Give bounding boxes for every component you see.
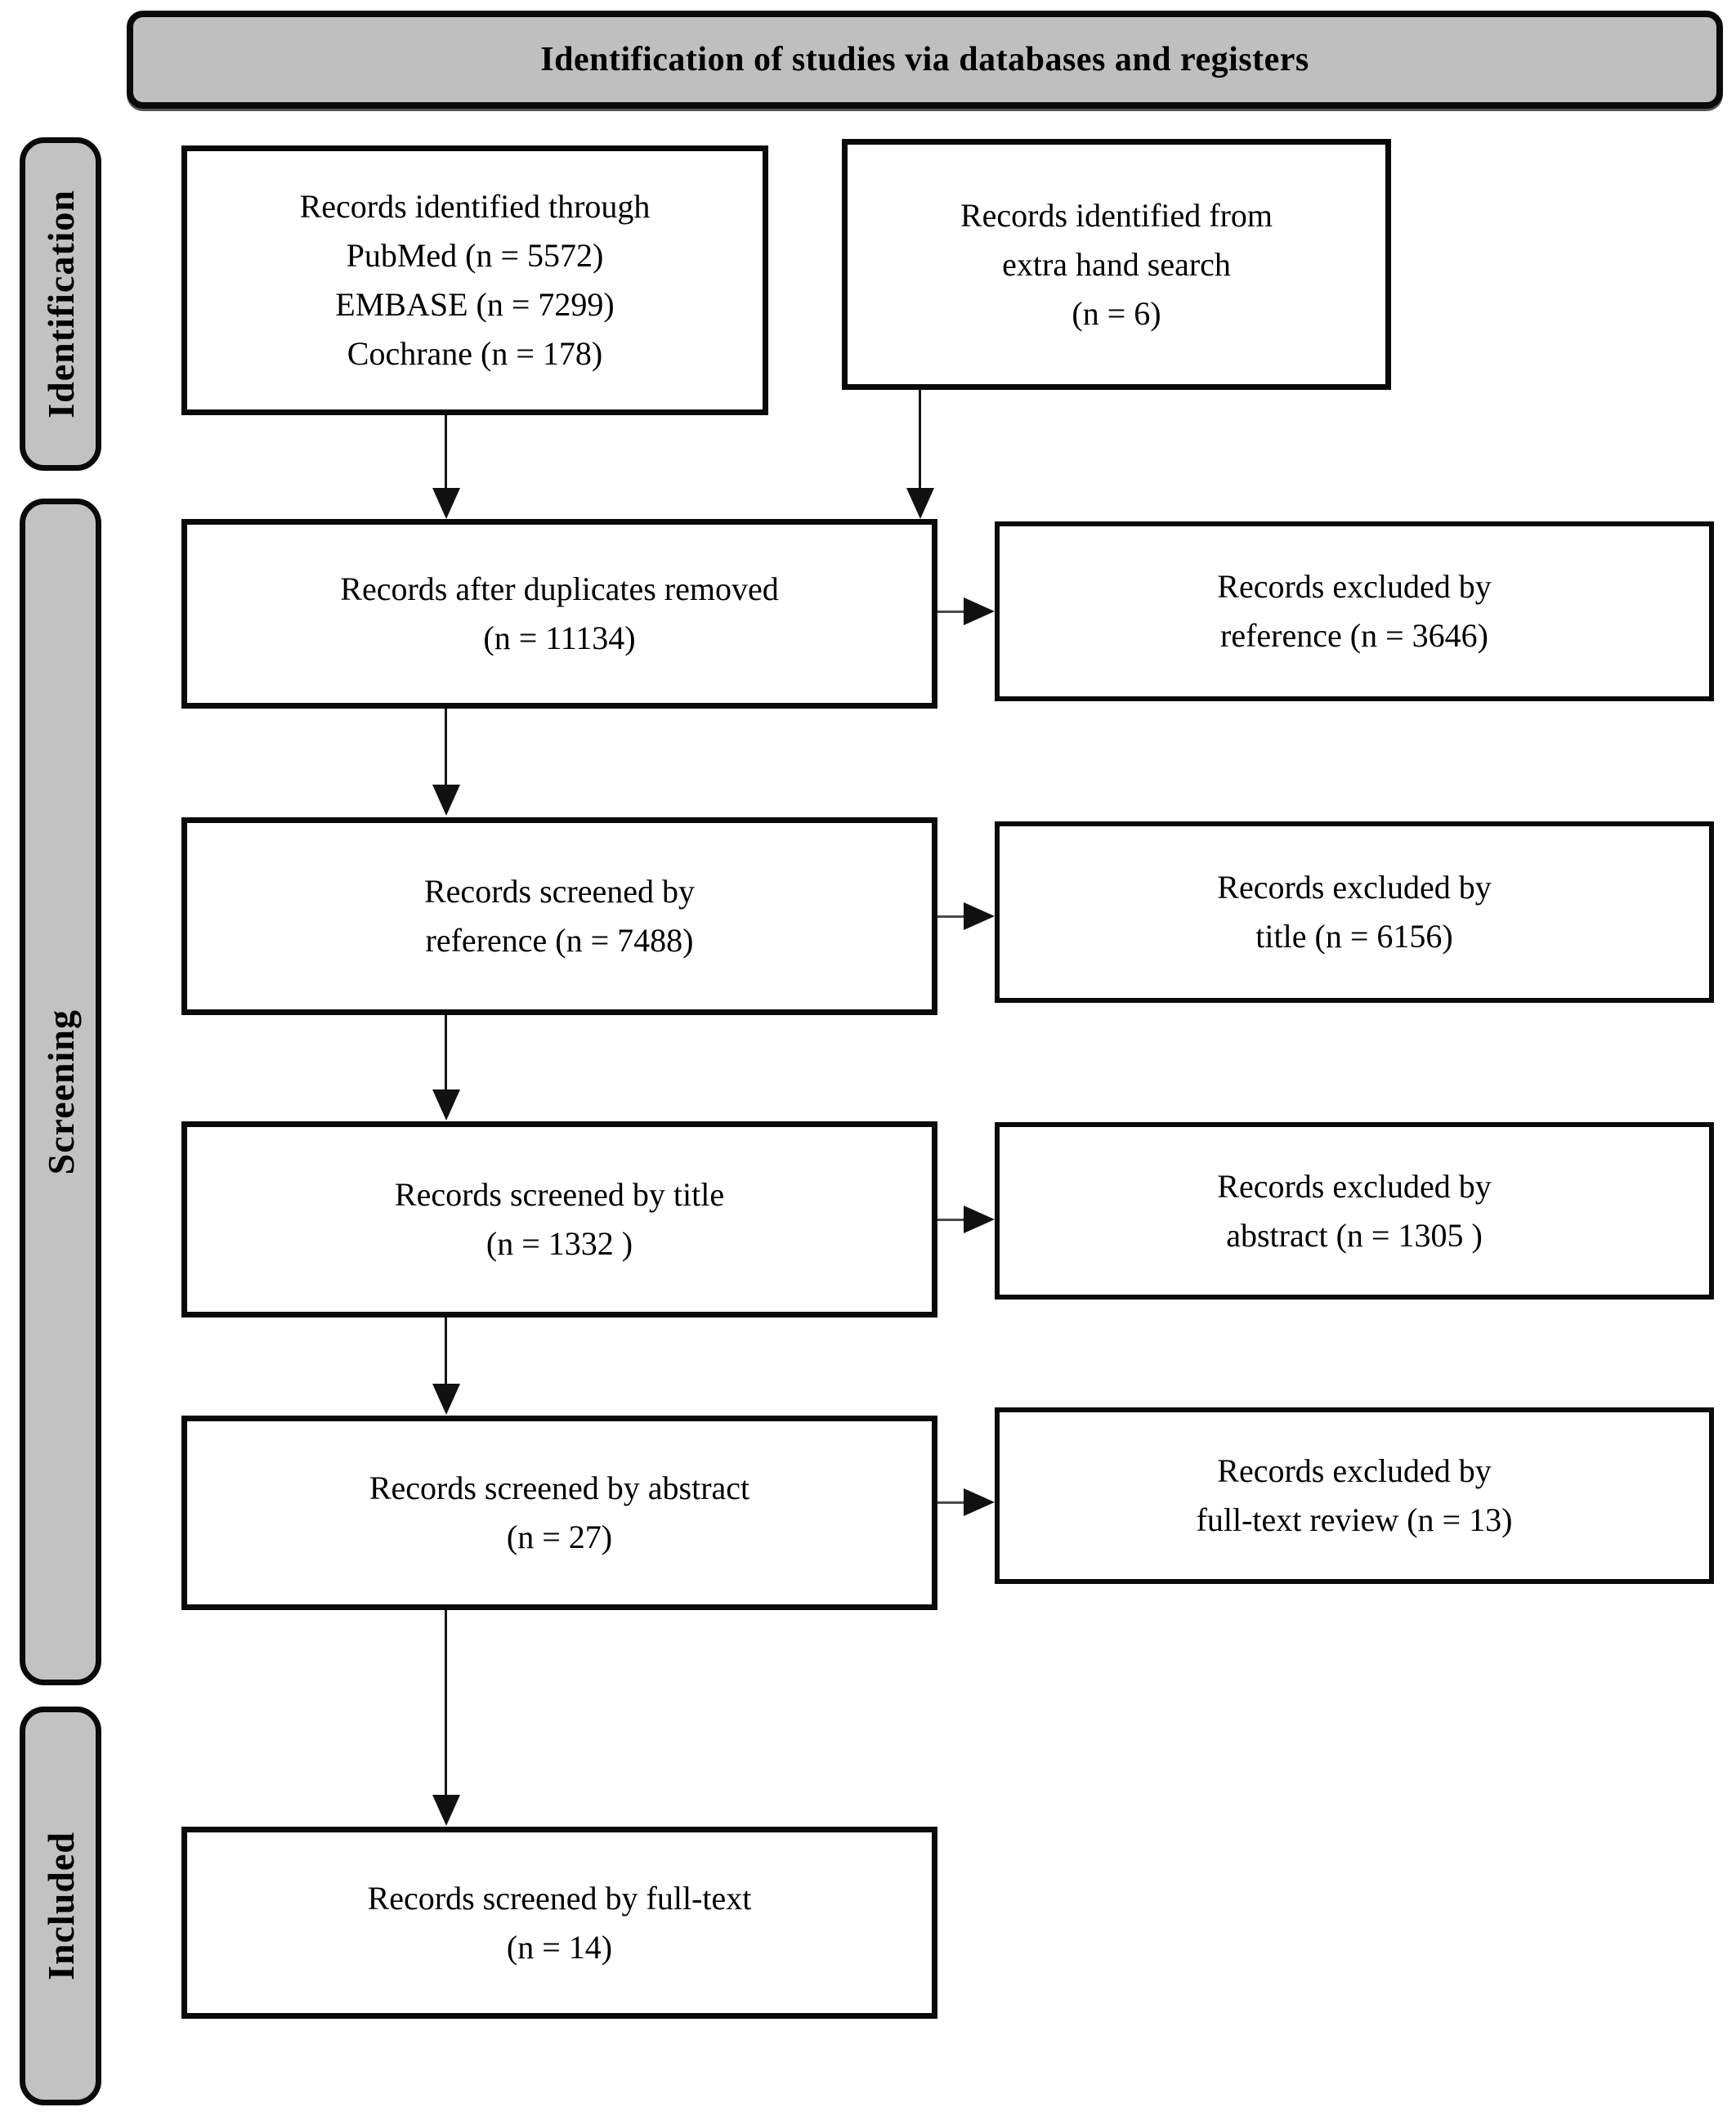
box-records-screened-by-fulltext: Records screened by full-text (n = 14) (181, 1827, 937, 2019)
box-text-line: EMBASE (n = 7299) (335, 286, 615, 323)
arrow-head (964, 597, 995, 625)
arrow-line (445, 415, 447, 490)
arrow-line (445, 1610, 447, 1796)
box-text-line: (n = 1332 ) (485, 1225, 633, 1262)
stage-band-screening: Screening (20, 499, 101, 1685)
box-text-line: Cochrane (n = 178) (347, 335, 603, 372)
arrow-head (906, 488, 934, 519)
box-records-excluded-by-fulltext-review: Records excluded by full-text review (n … (995, 1407, 1714, 1584)
arrow-line (445, 709, 447, 786)
box-text-line: Records excluded by (1217, 1167, 1492, 1205)
box-text-line: Records excluded by (1217, 869, 1492, 906)
stage-label-included: Included (39, 1832, 82, 1980)
arrow-line (937, 1219, 965, 1221)
box-text-line: Records screened by full-text (367, 1879, 752, 1917)
stage-label-screening: Screening (39, 1009, 82, 1175)
arrow-line (445, 1015, 447, 1091)
box-records-identified-databases: Records identified through PubMed (n = 5… (181, 145, 768, 415)
box-records-excluded-by-title: Records excluded by title (n = 6156) (995, 821, 1714, 1003)
arrow-head (964, 1488, 995, 1516)
box-text-line: Records screened by title (394, 1176, 725, 1213)
box-records-identified-hand-search: Records identified from extra hand searc… (842, 139, 1391, 390)
arrow-head (432, 1089, 460, 1121)
box-records-screened-by-reference: Records screened by reference (n = 7488) (181, 817, 937, 1015)
arrow-head (432, 1384, 460, 1415)
box-text-line: Records screened by abstract (369, 1470, 750, 1506)
box-text-line: Records screened by (424, 873, 695, 910)
box-records-after-duplicates-removed: Records after duplicates removed (n = 11… (181, 519, 937, 709)
box-text-line: Records excluded by (1217, 568, 1492, 605)
diagram-title-bar: Identification of studies via databases … (127, 11, 1723, 109)
box-text-line: (n = 14) (506, 1928, 613, 1966)
box-text-line: (n = 27) (506, 1519, 613, 1555)
box-records-excluded-by-reference: Records excluded by reference (n = 3646) (995, 521, 1714, 701)
arrow-head (432, 488, 460, 519)
arrow-head (964, 902, 995, 930)
arrow-head (432, 1795, 460, 1826)
box-text-line: full-text review (n = 13) (1196, 1501, 1513, 1538)
box-text-line: title (n = 6156) (1255, 918, 1453, 955)
box-text-line: Records after duplicates removed (340, 570, 779, 607)
arrow-head (964, 1206, 995, 1233)
arrow-line (937, 611, 965, 613)
box-text-line: Records identified through (299, 188, 651, 225)
arrow-line (919, 390, 921, 490)
box-records-excluded-by-abstract: Records excluded by abstract (n = 1305 ) (995, 1122, 1714, 1300)
arrow-head (432, 785, 460, 816)
box-records-screened-by-title: Records screened by title (n = 1332 ) (181, 1121, 937, 1318)
stage-label-identification: Identification (39, 190, 82, 418)
box-text-line: Records excluded by (1217, 1452, 1492, 1489)
box-records-screened-by-abstract: Records screened by abstract (n = 27) (181, 1416, 937, 1610)
box-text-line: (n = 11134) (483, 620, 636, 656)
box-text-line: abstract (n = 1305 ) (1226, 1216, 1483, 1254)
arrow-line (445, 1318, 447, 1385)
box-text-line: reference (n = 7488) (425, 922, 694, 959)
box-text-line: PubMed (n = 5572) (346, 237, 604, 274)
arrow-line (937, 915, 965, 918)
arrow-line (937, 1501, 965, 1504)
box-text-line: Records identified from (960, 196, 1273, 234)
stage-band-identification: Identification (20, 137, 101, 471)
box-text-line: extra hand search (1002, 245, 1231, 283)
box-text-line: (n = 6) (1072, 294, 1161, 332)
box-text-line: reference (n = 3646) (1220, 617, 1488, 654)
stage-band-included: Included (20, 1707, 101, 2105)
diagram-title: Identification of studies via databases … (540, 41, 1309, 78)
